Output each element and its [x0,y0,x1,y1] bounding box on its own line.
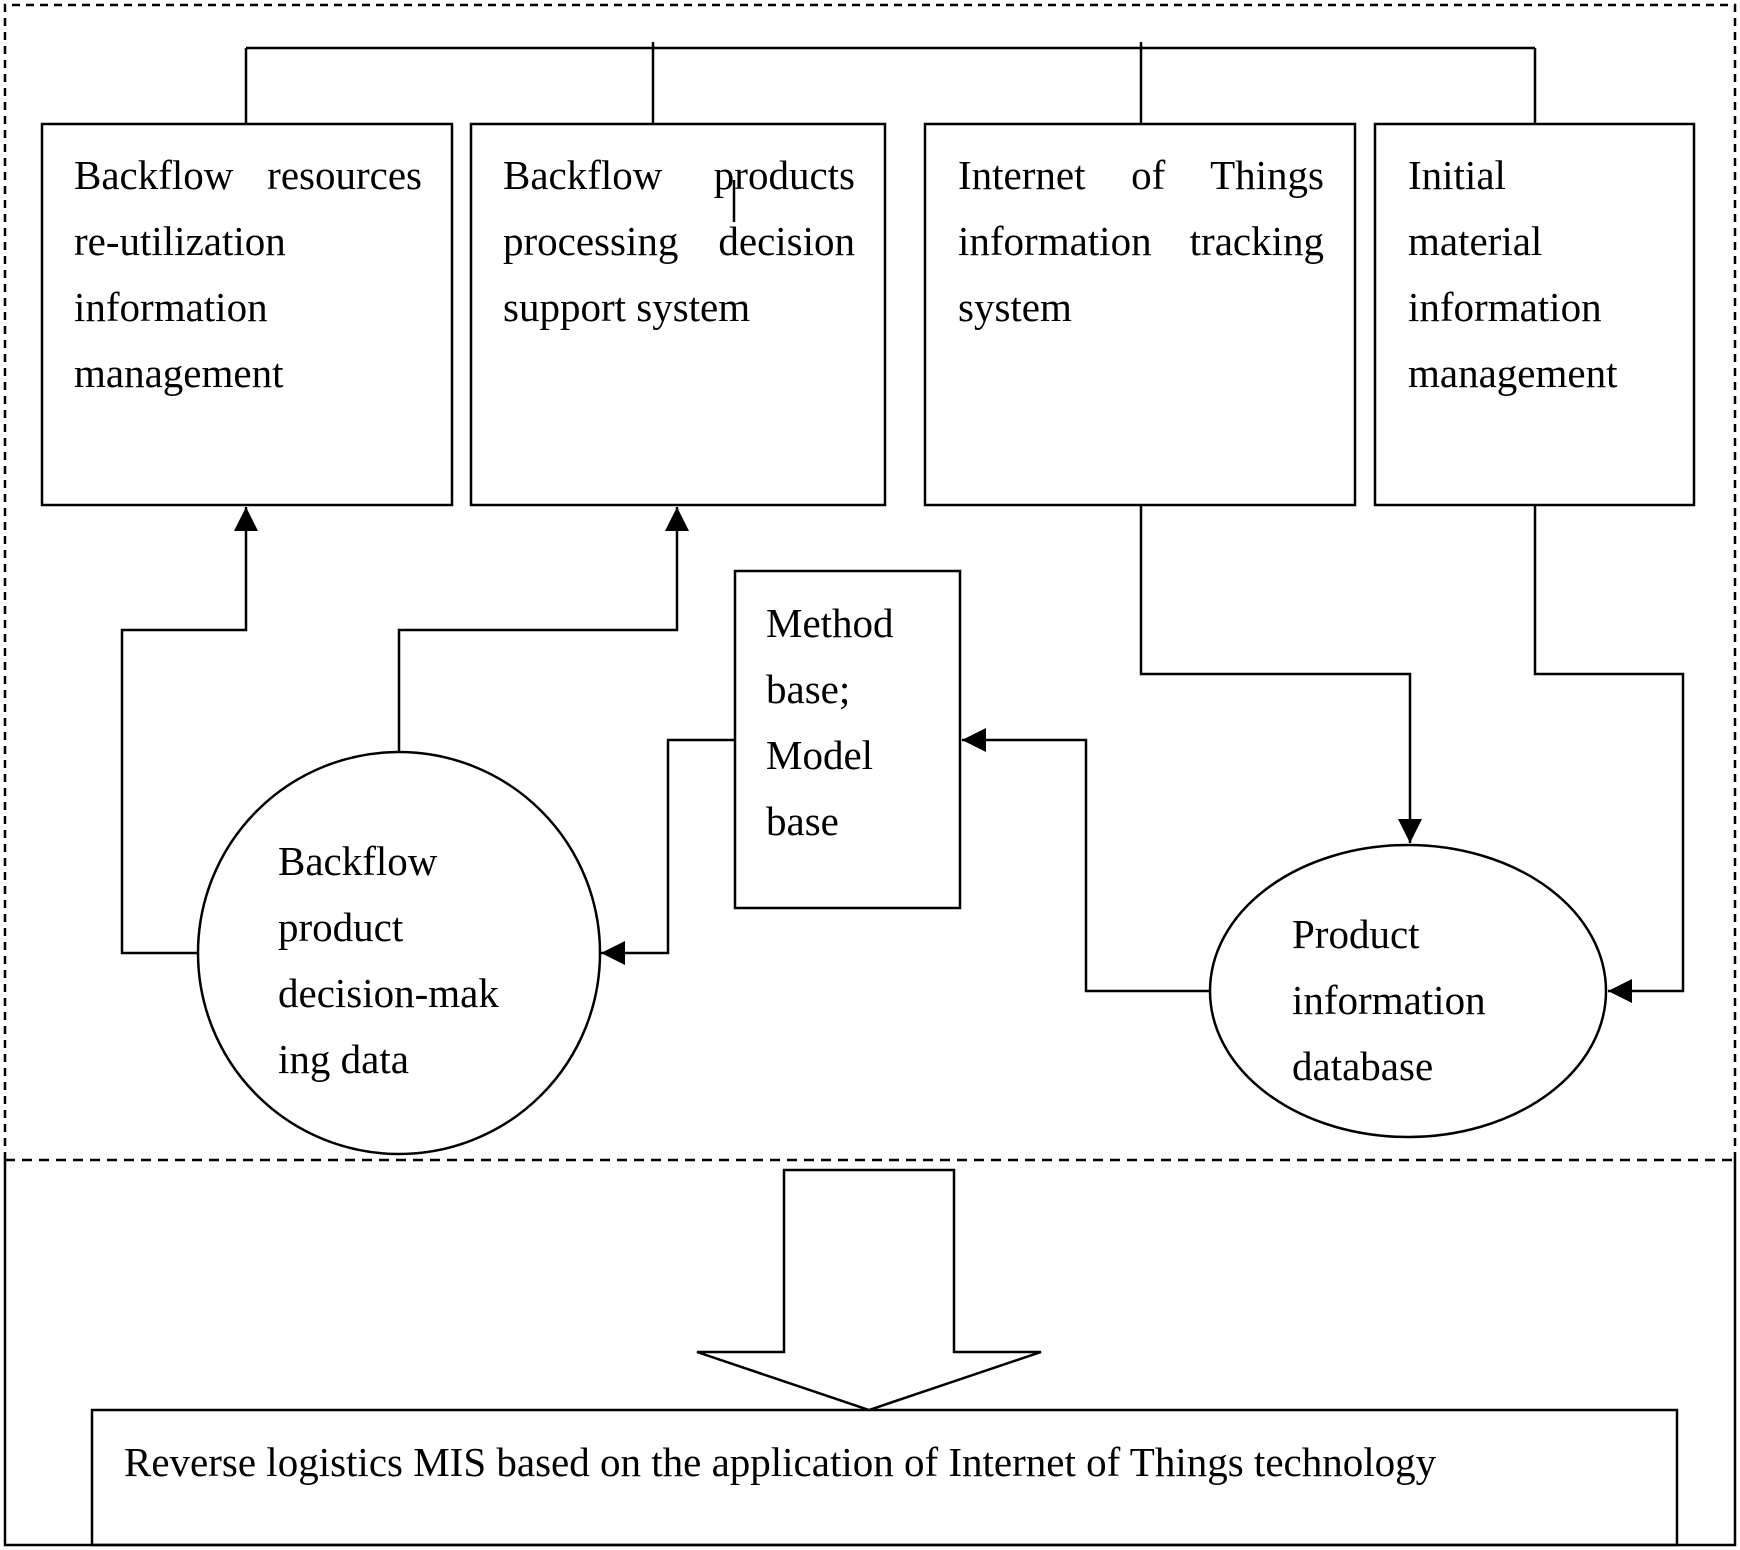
label-line: product [278,904,404,950]
product-db-label: Product information database [1292,901,1542,1099]
label-line: information [74,284,268,330]
box-initial-label: Initial material information management [1408,142,1688,406]
label-line: information [1292,977,1486,1023]
label-line: system [958,284,1072,330]
label-line: Backflow [278,838,438,884]
label-line: management [1408,350,1618,396]
label-line: Backflow products [503,152,855,198]
label-line: support system [503,284,751,330]
label-line: Internet of Things [958,152,1324,198]
decision-circle-label: Backflow product decision-mak ing data [278,828,528,1092]
method-box-label: Method base; Model base [766,590,956,854]
label-line: management [74,350,284,396]
label-line: Model [766,732,874,778]
box-resources-frame [40,122,454,507]
arrow-initial-to-db [1533,505,1685,1003]
box-processing-frame [469,122,887,507]
label-line: base [766,798,839,844]
label-line: re-utilization [74,218,286,264]
label-line: information tracking [958,218,1324,264]
label-line: Product [1292,911,1420,957]
arrow-db-to-method [962,728,1210,993]
label-line: Backflow resources [74,152,422,198]
result-box-label: Reverse logistics MIS based on the appli… [124,1439,1437,1485]
arrow-decision-to-processing [397,507,689,752]
label-line: Initial [1408,152,1506,198]
upper-region-border [3,3,1737,1160]
arrow-iot-to-db [1139,505,1422,843]
box-iot-label: Internet of Things information tracking sy… [958,142,1324,340]
label-line: decision-mak [278,970,499,1016]
result-box-frame [90,1408,1679,1547]
box-resources-label: Backflow resources re-utilization informat… [74,142,422,406]
label-line: material [1408,218,1543,264]
box-processing-label: Backflow products processing decision supp… [503,142,855,340]
arrow-method-to-decision [601,738,735,965]
label-line: Method [766,600,894,646]
arrow-decision-to-resources [120,507,258,955]
label-line: base; [766,666,851,712]
label-line: ing data [278,1036,409,1082]
label-line: processing decision [503,218,855,264]
label-line: information [1408,284,1602,330]
label-line: database [1292,1043,1434,1089]
big-down-arrow [696,1168,1042,1412]
